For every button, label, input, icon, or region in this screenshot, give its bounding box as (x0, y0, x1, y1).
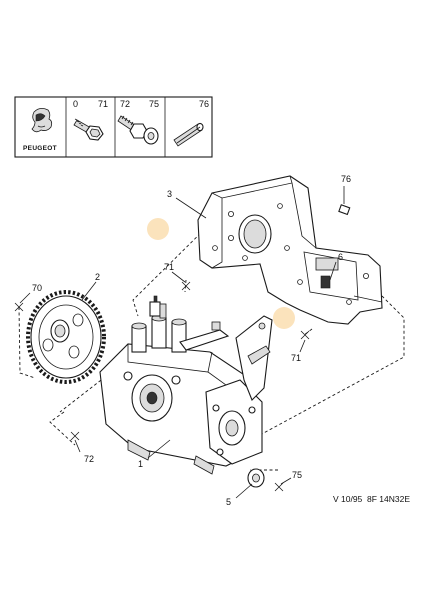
dowel-pin-76 (338, 204, 351, 216)
legend-ref-75: 75 (149, 99, 159, 109)
leader-1 (147, 439, 171, 459)
bolt-marker-75 (274, 482, 284, 492)
washer-part-5 (247, 468, 265, 488)
leader-5 (235, 483, 253, 499)
explode-line (49, 411, 76, 446)
callout-6: 6 (338, 252, 343, 262)
bolt-with-washer-icon (117, 115, 159, 145)
explode-line (18, 306, 36, 379)
leader-75 (280, 477, 292, 485)
callout-5: 5 (226, 497, 231, 507)
legend-ref-71: 71 (98, 99, 108, 109)
callout-71-upper: 71 (164, 262, 174, 272)
leader-71a (171, 271, 186, 283)
dowel-slot (320, 275, 331, 289)
peugeot-lion-logo (31, 108, 53, 133)
highlight-marker (147, 218, 169, 240)
callout-70: 70 (32, 283, 42, 293)
flanged-bolt-icon (73, 118, 104, 141)
brand-name: PEUGEOT (23, 145, 57, 152)
bolt-markers (14, 281, 310, 492)
legend-ref-72: 72 (120, 99, 130, 109)
bolt-marker-71 (181, 281, 191, 291)
reference-code: V 10/95 8F 14N32E (333, 494, 410, 504)
callout-71-lower: 71 (291, 353, 301, 363)
timing-sprocket (26, 290, 106, 384)
legend-ref-76: 76 (199, 99, 209, 109)
leader-71b (299, 339, 306, 353)
bolt-marker-70 (14, 302, 24, 312)
leader-6 (329, 261, 337, 281)
legend-ref-partial: 0 (73, 99, 78, 109)
mounting-bracket (197, 175, 383, 325)
injection-pump (99, 295, 273, 475)
callout-2: 2 (95, 272, 100, 282)
bolt-marker-72 (70, 431, 80, 441)
explode-line (132, 213, 221, 317)
callout-3: 3 (167, 189, 172, 199)
leader-72 (74, 439, 81, 453)
highlight-marker (273, 307, 295, 329)
bolt-marker-71 (300, 330, 310, 340)
callout-numbers: 3 76 6 2 70 71 71 72 1 5 75 (32, 174, 351, 507)
explode-line (259, 295, 405, 436)
callout-1: 1 (138, 459, 143, 469)
leader-70 (19, 292, 31, 304)
leader-lines (19, 186, 345, 499)
explode-line (303, 328, 313, 336)
callout-76: 76 (341, 174, 351, 184)
dowel-pin-icon (173, 122, 204, 147)
callout-72: 72 (84, 454, 94, 464)
leader-3 (175, 197, 207, 219)
callout-75: 75 (292, 470, 302, 480)
legend-box: PEUGEOT 71 0 72 75 76 (14, 96, 213, 158)
leader-2 (81, 281, 97, 301)
